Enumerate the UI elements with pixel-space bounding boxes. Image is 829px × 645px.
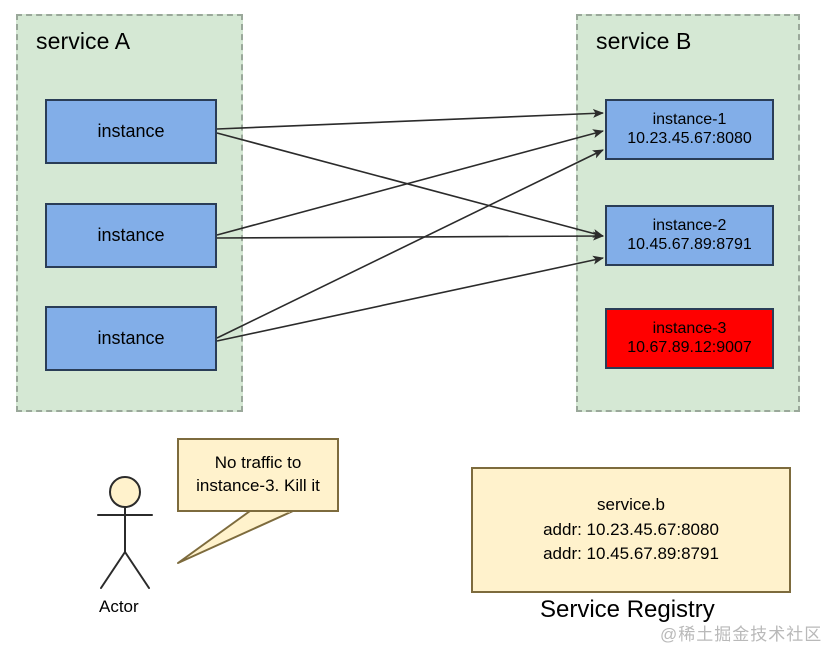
- arrow-a2-to-b2: [216, 231, 604, 241]
- service-a-instance-2[interactable]: instance: [45, 203, 217, 268]
- arrow-a3-to-b2: [216, 255, 604, 342]
- service-b-instance-1-name: instance-1: [652, 111, 727, 129]
- service-b-instance-2-name: instance-2: [652, 217, 727, 235]
- service-b-instance-3-name: instance-3: [652, 320, 727, 338]
- speech-tail-shape: [177, 510, 294, 564]
- service-b-instance-2-addr: 10.45.67.89:8791: [627, 235, 752, 253]
- service-b-title: service B: [596, 28, 692, 54]
- speech-bubble: No traffic to instance-3. Kill it: [177, 438, 339, 512]
- service-b-instance-1[interactable]: instance-1 10.23.45.67:8080: [605, 99, 774, 160]
- service-a-instance-2-label: instance: [97, 225, 165, 246]
- service-a-instance-1-label: instance: [97, 121, 165, 142]
- service-registry-caption: Service Registry: [540, 596, 715, 623]
- arrow-a1-to-b2: [216, 132, 604, 238]
- arrow-a1-to-b1: [216, 108, 604, 130]
- actor-caption: Actor: [99, 597, 139, 616]
- service-registry-box: service.b addr: 10.23.45.67:8080 addr: 1…: [471, 467, 791, 593]
- service-a-instance-1[interactable]: instance: [45, 99, 217, 164]
- registry-entry-2: addr: 10.45.67.89:8791: [543, 544, 719, 564]
- actor-leg-left: [100, 551, 126, 589]
- service-a-title: service A: [36, 28, 131, 54]
- service-a-instance-3[interactable]: instance: [45, 306, 217, 371]
- registry-service-name: service.b: [596, 495, 666, 515]
- actor-head: [109, 476, 141, 508]
- service-a-instance-3-label: instance: [97, 328, 165, 349]
- speech-bubble-line-2: instance-3. Kill it: [196, 476, 320, 495]
- arrow-a2-to-b1: [216, 129, 604, 236]
- service-b-instance-1-addr: 10.23.45.67:8080: [627, 129, 752, 147]
- registry-entry-1: addr: 10.23.45.67:8080: [543, 519, 719, 539]
- watermark: @稀土掘金技术社区: [660, 625, 823, 644]
- service-b-instance-3[interactable]: instance-3 10.67.89.12:9007: [605, 308, 774, 369]
- service-b-instance-3-addr: 10.67.89.12:9007: [627, 338, 752, 356]
- speech-bubble-line-1: No traffic to: [214, 453, 302, 473]
- arrow-a3-to-b1: [216, 149, 604, 339]
- actor-leg-right: [124, 551, 150, 589]
- service-b-instance-2[interactable]: instance-2 10.45.67.89:8791: [605, 205, 774, 266]
